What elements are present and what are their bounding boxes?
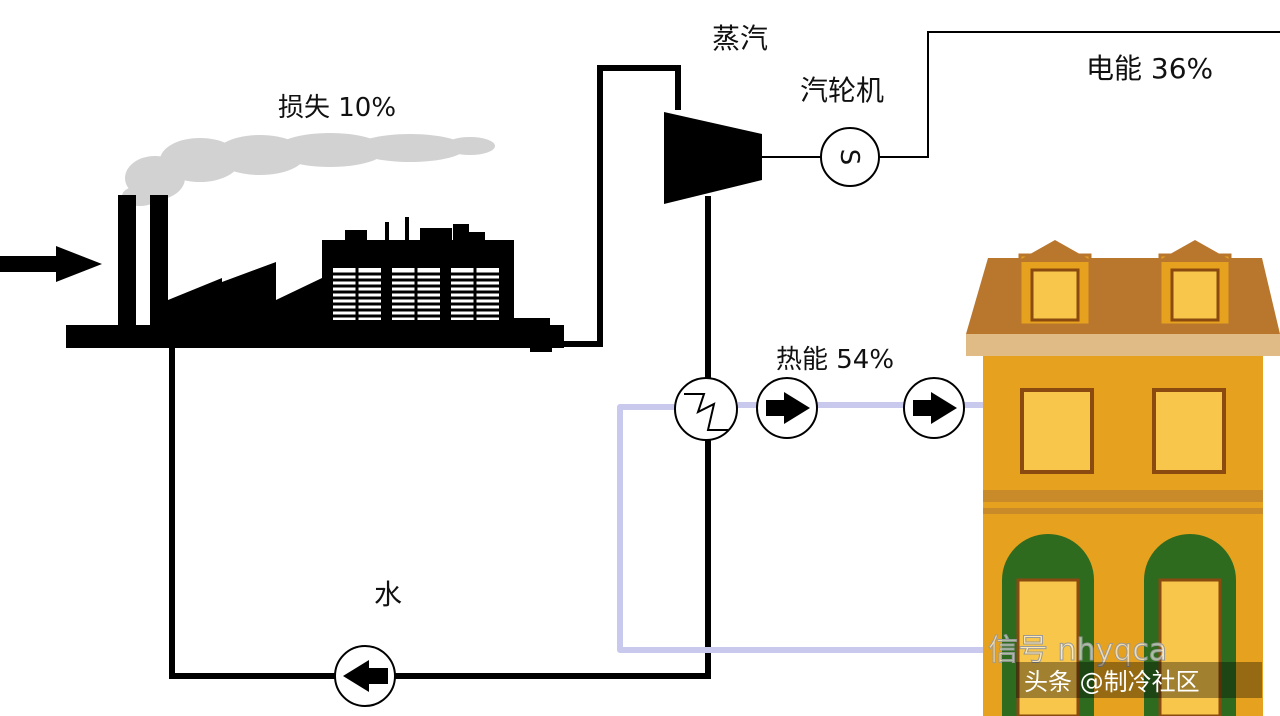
turbine-icon <box>664 112 762 204</box>
pump-icon <box>334 645 396 707</box>
power-line <box>879 31 1280 158</box>
water-label: 水 <box>374 578 402 611</box>
steam-pipe <box>552 65 681 347</box>
generator-symbol: S <box>834 149 864 166</box>
turbine-label: 汽轮机 <box>800 74 884 107</box>
smokestack-icon <box>118 195 136 327</box>
heat-label: 热能 54% <box>776 345 894 375</box>
heat-exchanger-icon <box>674 377 738 441</box>
generator-icon: S <box>820 127 880 187</box>
smoke-plume <box>122 133 495 206</box>
pump-icon <box>903 377 965 439</box>
window-slats <box>333 268 499 320</box>
pump-icon <box>756 377 818 439</box>
loss-label: 损失 10% <box>278 93 396 123</box>
watermark-brand: 头条 @制冷社区 <box>1024 668 1200 696</box>
electric-label: 电能 36% <box>1086 52 1213 85</box>
watermark-account: 信号 nhyqca <box>988 633 1167 668</box>
steam-label: 蒸汽 <box>712 22 768 55</box>
arrow-right-icon <box>0 246 102 282</box>
water-return-pipe <box>169 348 711 679</box>
house-icon <box>966 240 1280 716</box>
